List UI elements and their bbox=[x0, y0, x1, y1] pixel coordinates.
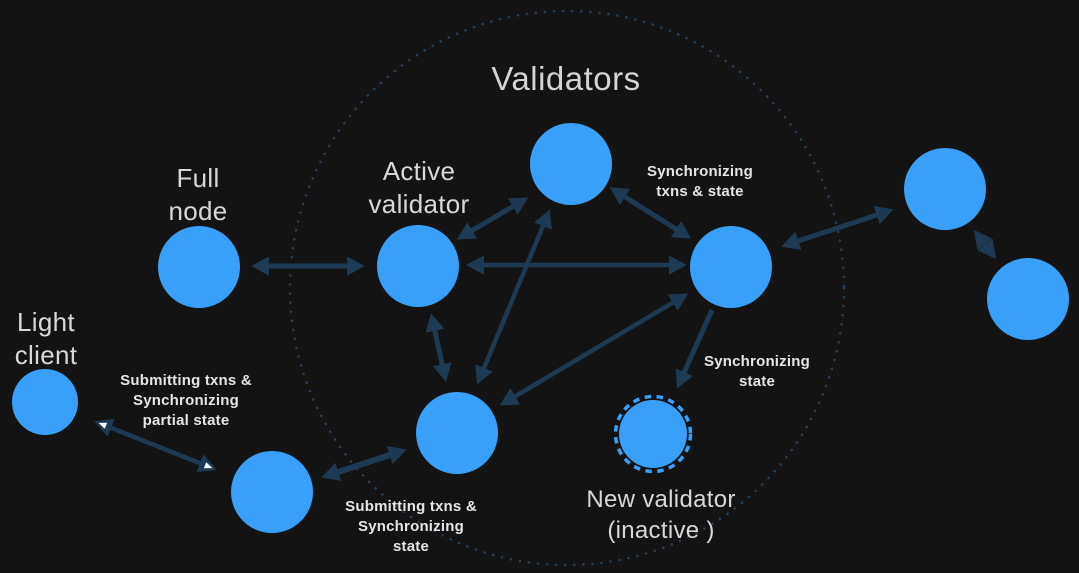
node-light-client bbox=[12, 369, 78, 435]
node-active-validator bbox=[377, 225, 459, 307]
edge-validator-right-new-validator bbox=[675, 308, 715, 389]
node-outer-node-bottom bbox=[987, 258, 1069, 340]
edge-outer-node-top-outer-node-bottom bbox=[973, 230, 997, 259]
active-validator-label: Active validator bbox=[368, 156, 470, 219]
sync-state-edge-label: Synchronizing state bbox=[704, 353, 810, 390]
node-outer-node-top bbox=[904, 148, 986, 230]
node-validator-right bbox=[690, 226, 772, 308]
full-node-label: Full node bbox=[168, 163, 228, 226]
edge-active-validator-validator-top bbox=[456, 197, 529, 240]
validators-group-title: Validators bbox=[491, 60, 641, 97]
node-validator-bottom bbox=[416, 392, 498, 474]
validators-group-boundary bbox=[288, 9, 846, 567]
light-client-label: Light client bbox=[14, 307, 78, 370]
edge-light-client-peer-node bbox=[94, 418, 217, 473]
submit-partial-state-edge-label: Submitting txns & Synchronizing partial … bbox=[120, 372, 252, 429]
sync-txns-state-edge-label: Synchronizing txns & state bbox=[647, 163, 753, 200]
new-validator-label: New validator (inactive ) bbox=[586, 486, 736, 544]
edge-validator-top-validator-bottom bbox=[475, 209, 552, 385]
node-full-node bbox=[158, 226, 240, 308]
edge-peer-node-validator-bottom bbox=[321, 446, 407, 481]
node-peer-node bbox=[231, 451, 313, 533]
node-validator-top bbox=[530, 123, 612, 205]
node-new-validator bbox=[613, 394, 693, 474]
edge-active-validator-validator-bottom bbox=[425, 313, 452, 382]
edge-validator-top-validator-right bbox=[609, 187, 692, 239]
submit-state-edge-label: Submitting txns & Synchronizing state bbox=[345, 498, 477, 555]
edge-validator-bottom-validator-right bbox=[499, 293, 689, 406]
edge-validator-right-outer-node-top bbox=[781, 206, 894, 250]
